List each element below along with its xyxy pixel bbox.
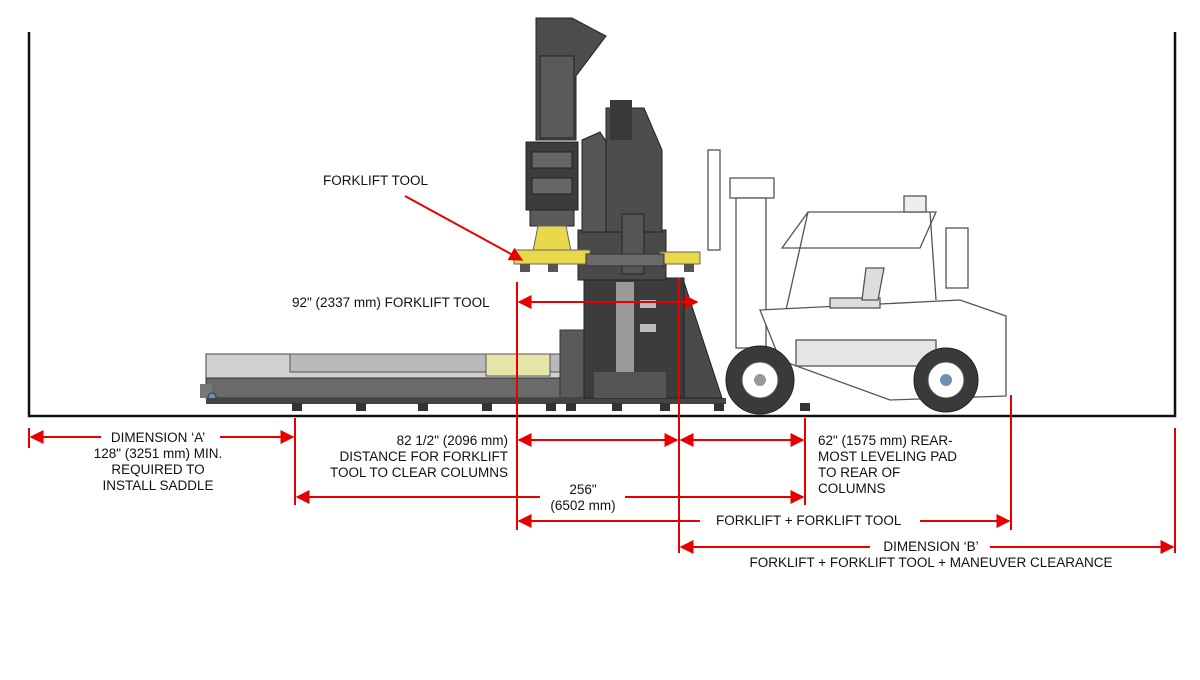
dimension-a-title: DIMENSION ‘A’ <box>110 430 206 445</box>
dimension-a-line3: REQUIRED TO <box>111 462 205 477</box>
overall-length-mm: (6502 mm) <box>550 498 616 513</box>
leveling-pad-line3: TO REAR OF <box>818 465 901 480</box>
clear-columns-value: 82 1/2" (2096 mm) <box>396 433 508 448</box>
dimension-arrows <box>29 195 1175 554</box>
leveling-pads <box>292 403 810 411</box>
forklift-wheels <box>725 345 979 415</box>
leveling-pad-line2: MOST LEVELING PAD <box>818 449 958 464</box>
dimension-a-line4: INSTALL SADDLE <box>102 478 214 493</box>
dimension-b-title: DIMENSION ‘B’ <box>883 539 979 554</box>
dimension-a-value: 128" (3251 mm) MIN. <box>93 446 223 461</box>
forklift-tool <box>513 225 701 272</box>
clear-columns-line2: DISTANCE FOR FORKLIFT <box>339 449 508 464</box>
clear-columns-label: 82 1/2" (2096 mm) DISTANCE FOR FORKLIFT … <box>306 433 508 481</box>
tool-width-label: 92" (2337 mm) FORKLIFT TOOL <box>292 295 490 310</box>
dimension-a-label: DIMENSION ‘A’ 128" (3251 mm) MIN. REQUIR… <box>70 430 246 494</box>
clear-columns-line3: TOOL TO CLEAR COLUMNS <box>329 465 508 480</box>
overall-length-in: 256" <box>569 482 597 497</box>
machine-head <box>525 17 607 227</box>
machine-column <box>577 100 723 399</box>
dimension-b-label: DIMENSION ‘B’ FORKLIFT + FORKLIFT TOOL +… <box>740 539 1122 571</box>
forklift-plus-tool-label: FORKLIFT + FORKLIFT TOOL <box>716 513 902 528</box>
leveling-pad-value: 62" (1575 mm) REAR- <box>818 433 953 448</box>
leveling-pad-label: 62" (1575 mm) REAR- MOST LEVELING PAD TO… <box>818 433 957 497</box>
room-outline <box>27 32 1177 418</box>
forklift-tool-label: FORKLIFT TOOL <box>323 173 429 188</box>
dimension-lines <box>28 278 1176 553</box>
leveling-pad-line4: COLUMNS <box>818 481 886 496</box>
dimension-b-description: FORKLIFT + FORKLIFT TOOL + MANEUVER CLEA… <box>749 555 1113 570</box>
overall-length-label: 256" (6502 mm) <box>540 482 626 514</box>
